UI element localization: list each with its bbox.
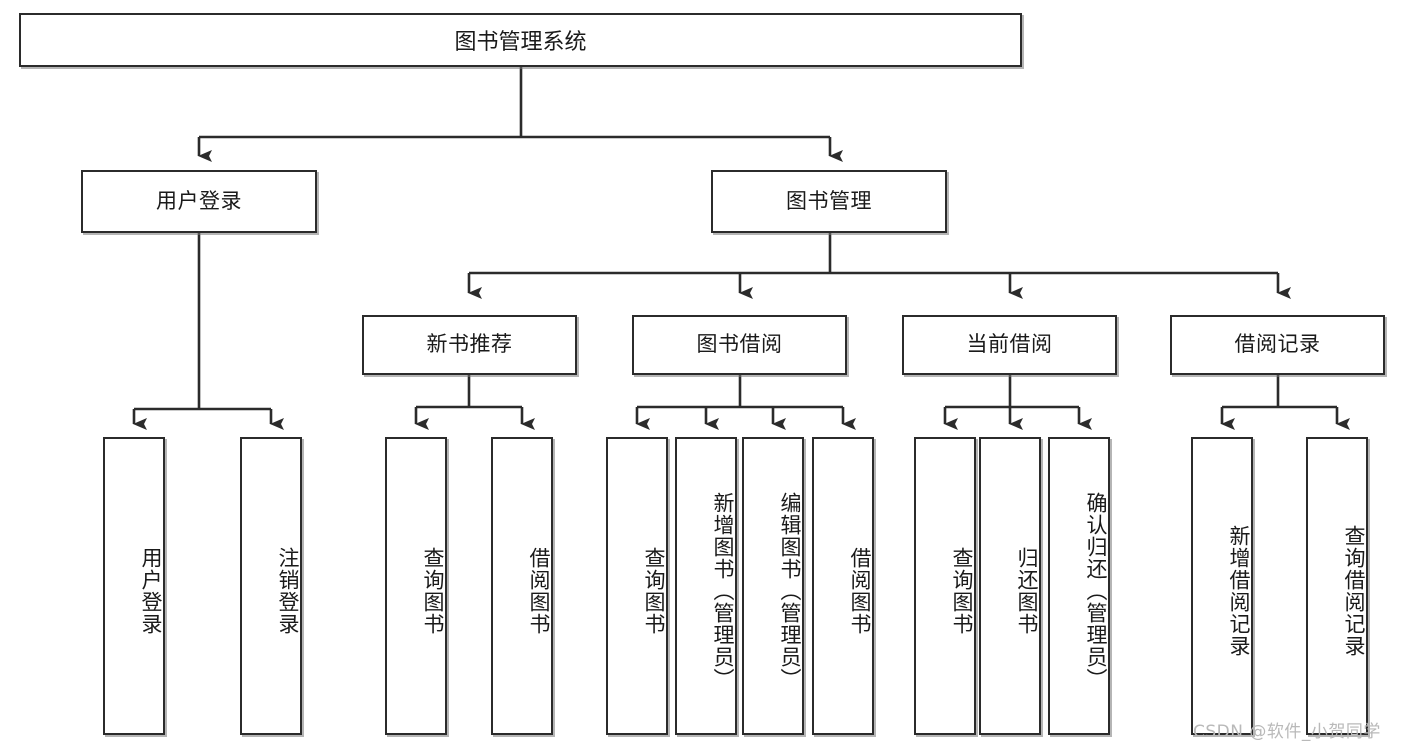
node-label: 查询图书: [950, 547, 974, 635]
node-book-borrow[interactable]: 图书借阅: [632, 315, 847, 375]
node-label: 借阅记录: [1234, 332, 1321, 357]
leaf-return-book[interactable]: 归还图书: [979, 437, 1041, 735]
leaf-query-book-recommend[interactable]: 查询图书: [385, 437, 447, 735]
leaf-logout[interactable]: 注销登录: [240, 437, 302, 735]
node-book-management[interactable]: 图书管理: [711, 170, 947, 233]
node-label: 归还图书: [1015, 547, 1039, 635]
node-label: 查询图书: [642, 547, 666, 635]
node-label: 图书借阅: [696, 332, 783, 357]
node-label: 确认归还（管理员）: [1084, 492, 1108, 690]
leaf-edit-book-admin[interactable]: 编辑图书（管理员）: [742, 437, 804, 735]
node-label: 查询图书: [421, 547, 445, 635]
node-current-borrow[interactable]: 当前借阅: [902, 315, 1117, 375]
leaf-borrow-book[interactable]: 借阅图书: [812, 437, 874, 735]
leaf-query-book-current[interactable]: 查询图书: [914, 437, 976, 735]
node-label: 注销登录: [276, 547, 300, 635]
node-label: 图书管理系统: [454, 30, 587, 55]
leaf-query-borrow-record[interactable]: 查询借阅记录: [1306, 437, 1368, 735]
leaf-confirm-return-admin[interactable]: 确认归还（管理员）: [1048, 437, 1110, 735]
node-label: 借阅图书: [527, 547, 551, 635]
node-label: 借阅图书: [848, 547, 872, 635]
leaf-add-book-admin[interactable]: 新增图书（管理员）: [675, 437, 737, 735]
node-label: 新书推荐: [426, 332, 513, 357]
node-label: 图书管理: [786, 188, 872, 213]
node-label: 查询借阅记录: [1342, 525, 1366, 657]
node-user-login[interactable]: 用户登录: [81, 170, 317, 233]
node-new-book-recommend[interactable]: 新书推荐: [362, 315, 577, 375]
node-label: 当前借阅: [966, 332, 1053, 357]
node-borrow-records[interactable]: 借阅记录: [1170, 315, 1385, 375]
node-label: 用户登录: [139, 547, 163, 635]
leaf-add-borrow-record[interactable]: 新增借阅记录: [1191, 437, 1253, 735]
node-root-book-management-system[interactable]: 图书管理系统: [19, 13, 1022, 67]
leaf-borrow-book-recommend[interactable]: 借阅图书: [491, 437, 553, 735]
node-label: 编辑图书（管理员）: [778, 492, 802, 690]
node-label: 新增图书（管理员）: [711, 492, 735, 690]
leaf-query-book-borrow[interactable]: 查询图书: [606, 437, 668, 735]
node-label: 新增借阅记录: [1227, 525, 1251, 657]
node-label: 用户登录: [156, 188, 242, 213]
leaf-user-login[interactable]: 用户登录: [103, 437, 165, 735]
